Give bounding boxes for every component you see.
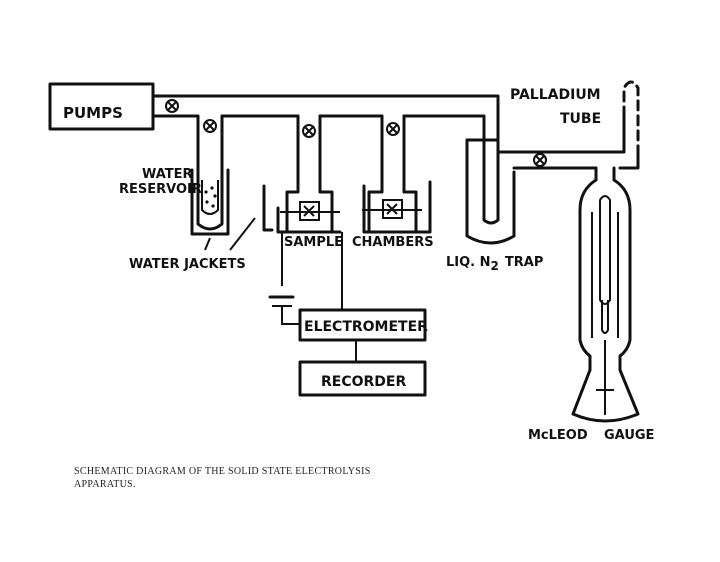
- sample-label: SAMPLE: [284, 235, 343, 250]
- second-chamber-valve: [386, 122, 400, 136]
- sample-chamber-valve: [302, 124, 316, 138]
- recorder-box: [298, 360, 427, 397]
- gauge-label: GAUGE: [604, 428, 654, 443]
- reservoir-valve: [203, 119, 217, 133]
- sample-chamber: [276, 114, 342, 234]
- palladium-tube: [622, 80, 640, 152]
- tube-label: TUBE: [560, 111, 601, 127]
- second-chamber: [362, 114, 432, 234]
- electrometer-label: ELECTROMETER: [304, 319, 428, 335]
- caption-line-2: APPARATUS.: [74, 479, 136, 490]
- circuit-wiring: [268, 232, 357, 362]
- chambers-label: CHAMBERS: [352, 235, 434, 250]
- figure-caption: SCHEMATIC DIAGRAM OF THE SOLID STATE ELE…: [74, 465, 371, 491]
- vacuum-manifold: [151, 94, 500, 148]
- recorder-label: RECORDER: [321, 374, 406, 390]
- liquid-nitrogen-trap: [465, 138, 516, 245]
- water-label: WATER: [142, 167, 193, 182]
- mcleod-gauge: [571, 166, 640, 423]
- water-jacket-pointer-1: [204, 237, 211, 251]
- mcleod-label: McLEOD: [528, 428, 588, 443]
- gauge-valve: [533, 153, 547, 167]
- palladium-label: PALLADIUM: [510, 87, 601, 103]
- pumps-box: [48, 82, 155, 131]
- caption-line-1: SCHEMATIC DIAGRAM OF THE SOLID STATE ELE…: [74, 466, 371, 477]
- electrometer-box: [298, 308, 427, 342]
- pumps-label: PUMPS: [63, 104, 123, 122]
- gauge-line: [496, 114, 640, 170]
- water-jacket-pointer-2: [229, 217, 256, 251]
- sample-jacket-wall: [262, 184, 274, 232]
- water-jackets-label: WATER JACKETS: [129, 257, 246, 272]
- pump-valve: [165, 99, 179, 113]
- reservoir-label: RESERVOIR: [119, 182, 202, 197]
- water-reservoir: [190, 114, 230, 236]
